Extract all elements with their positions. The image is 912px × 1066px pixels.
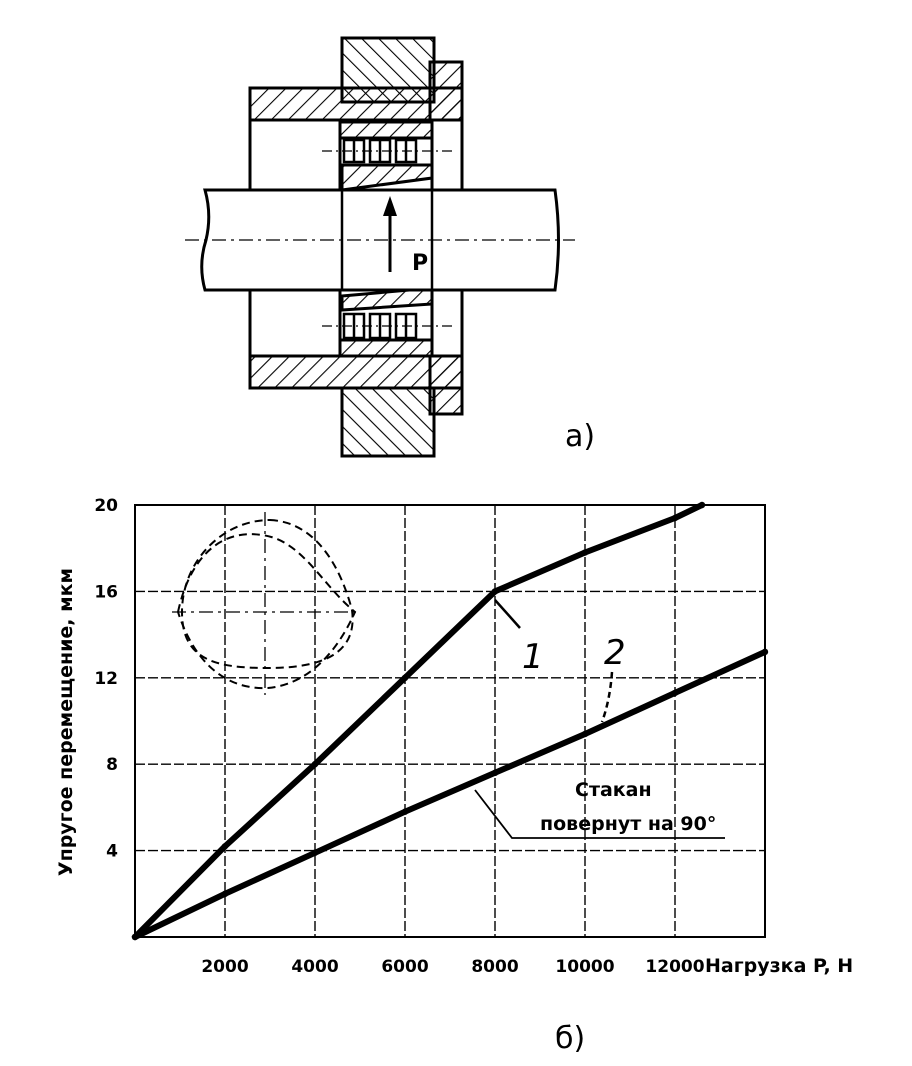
y-tick-label: 20 [94, 496, 118, 516]
data-point-series-1 [401, 674, 409, 681]
y-tick-label: 12 [94, 669, 118, 689]
data-point-series-2 [491, 769, 499, 777]
sleeve-flange-top [428, 60, 464, 122]
x-axis-label: Нагрузка P, Н [705, 955, 853, 977]
x-tick-label: 10000 [555, 957, 614, 977]
grid-horizontal [135, 504, 765, 852]
sleeve-top [248, 86, 464, 122]
x-tick-label: 2000 [201, 957, 248, 977]
y-tick-label: 8 [106, 755, 118, 775]
series-2-label: 2 [604, 633, 626, 673]
x-tick-labels: 2000 4000 6000 8000 10000 12000 [201, 957, 704, 977]
data-point-series-1 [311, 761, 319, 768]
data-point-series-2 [221, 890, 229, 897]
housing-wall-bottom [340, 386, 436, 458]
data-point-series-2 [671, 689, 679, 697]
data-point-series-1 [581, 549, 589, 556]
data-point-series-2 [131, 933, 139, 941]
bearing-outer-ring-top [338, 120, 434, 140]
data-point-series-1 [491, 588, 499, 595]
y-tick-label: 4 [106, 842, 118, 862]
sleeve-deformation-inset [172, 512, 360, 695]
annotation-line-1: Стакан [575, 779, 652, 801]
data-point-series-2 [401, 808, 409, 815]
y-axis-label: Упругое перемещение, мкм [55, 568, 77, 876]
plot-frame [134, 504, 766, 938]
y-tick-label: 16 [94, 582, 118, 602]
data-point-series-1 [671, 514, 679, 522]
series-layer [131, 501, 769, 941]
bearing-assembly-drawing [185, 36, 575, 458]
data-point-series-1 [698, 501, 706, 509]
x-tick-label: 4000 [291, 957, 338, 977]
caption-a: а) [565, 419, 595, 454]
data-point-series-1 [221, 843, 229, 850]
data-point-series-2 [761, 648, 769, 656]
series-1-label: 1 [522, 637, 544, 677]
y-tick-labels: 4 8 12 16 20 [94, 496, 118, 862]
force-label: P [412, 251, 428, 276]
series-line-1 [132, 502, 705, 940]
x-tick-label: 6000 [381, 957, 428, 977]
series-line-2 [132, 648, 768, 940]
annotation-line-2: повернут на 90° [540, 813, 716, 835]
x-tick-label: 12000 [645, 957, 704, 977]
grid-vertical [224, 505, 676, 937]
x-tick-label: 8000 [471, 957, 518, 977]
sleeve-flange-bottom [428, 354, 464, 416]
data-point-series-2 [311, 849, 319, 856]
data-point-series-2 [581, 730, 589, 738]
caption-b: б) [555, 1021, 585, 1056]
bearing-outer-ring-bottom [338, 338, 434, 358]
bearing-inner-ring-top [340, 163, 434, 192]
